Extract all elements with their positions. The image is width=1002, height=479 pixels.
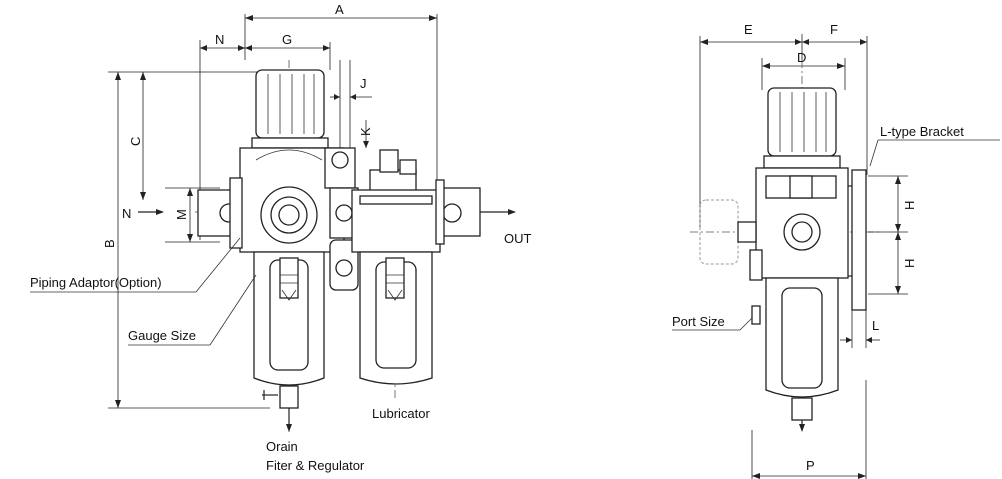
outlet-label: OUT [504, 231, 532, 246]
lubricator-label: Lubricator [372, 406, 430, 421]
dim-h-upper-label: H [902, 201, 917, 210]
dim-a-label: A [335, 2, 344, 17]
dim-m-label: M [174, 209, 189, 220]
bracket-label: L-type Bracket [880, 124, 964, 139]
dim-g-label: G [282, 32, 292, 47]
dim-k-label: K [358, 127, 373, 136]
front-view: A N G J K B C M N OUT Piping Adaptor(Opt… [30, 2, 532, 473]
inlet-label: N [122, 206, 131, 221]
side-view: E F D H H L P L-type Bracket Port Size [672, 22, 1000, 479]
dim-b-label: B [102, 239, 117, 248]
dim-e-label: E [744, 22, 753, 37]
dim-f-label: F [830, 22, 838, 37]
dim-l-label: L [872, 318, 879, 333]
dim-p-label: P [806, 458, 815, 473]
port-size-label: Port Size [672, 314, 725, 329]
dim-j-label: J [360, 76, 367, 91]
piping-adaptor-label: Piping Adaptor(Option) [30, 275, 162, 290]
dim-n-label: N [215, 32, 224, 47]
l-type-bracket [851, 169, 867, 311]
filter-regulator-label: Fiter & Regulator [266, 458, 365, 473]
drain-label: Orain [266, 439, 298, 454]
dim-d-label: D [797, 50, 806, 65]
dim-c-label: C [128, 137, 143, 146]
drain [279, 385, 299, 409]
dim-h-lower-label: H [902, 259, 917, 268]
gauge-size-label: Gauge Size [128, 328, 196, 343]
